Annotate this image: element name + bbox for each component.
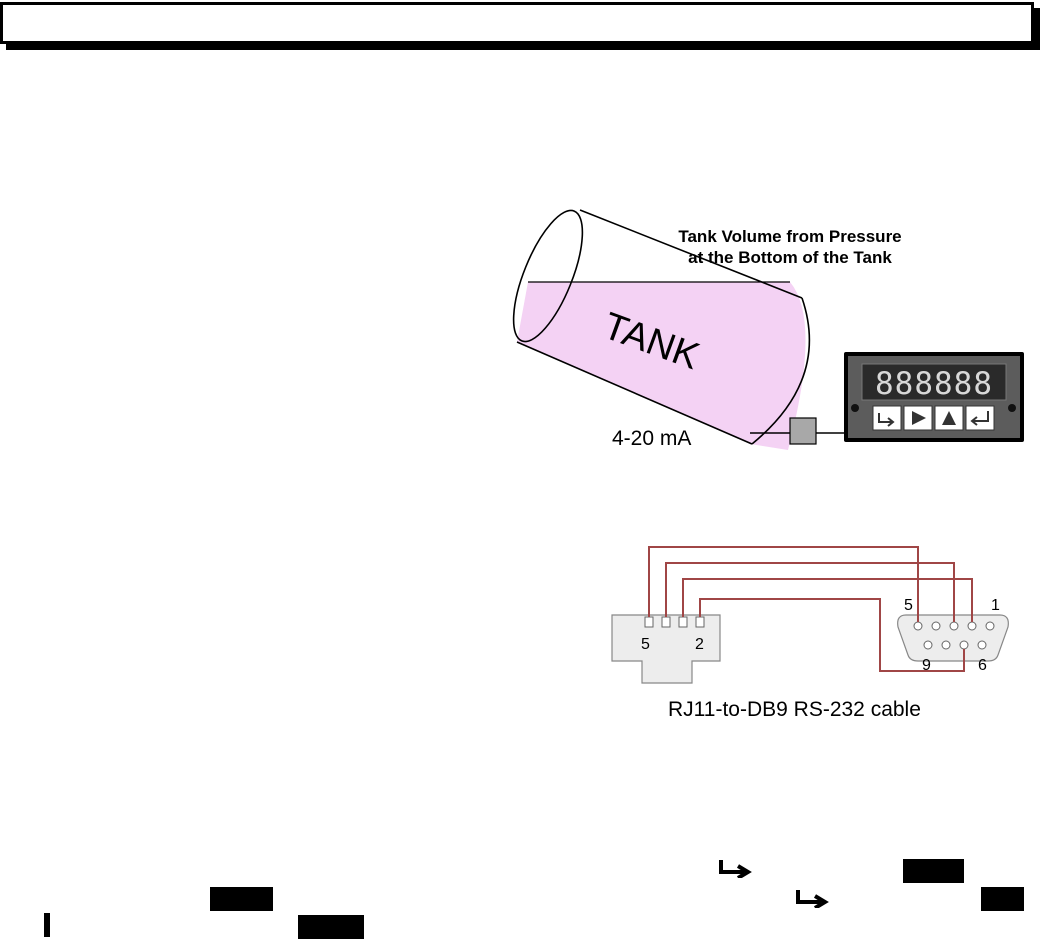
rj11-pin	[644, 616, 654, 628]
tank-caption-line2: at the Bottom of the Tank	[688, 248, 892, 267]
mount-hole-left	[851, 404, 859, 412]
db9-pin-label-5: 5	[904, 597, 913, 614]
menu-key	[872, 405, 902, 431]
db9-pin	[949, 621, 959, 631]
db9-connector	[897, 614, 1009, 662]
up-arrow-icon	[942, 411, 956, 425]
wire-pin2	[699, 598, 965, 672]
tank-body	[516, 209, 803, 445]
db9-pin	[985, 621, 995, 631]
db9-pin	[913, 621, 923, 631]
key-block	[298, 915, 364, 939]
right-arrow-icon	[912, 411, 926, 425]
menu-arrow-icon	[719, 860, 752, 878]
tank-liquid	[517, 282, 806, 450]
db9-pin	[941, 640, 951, 650]
db9-pin-label-9: 9	[922, 657, 931, 674]
cable-diagram	[611, 546, 1009, 684]
pressure-transmitter	[789, 417, 817, 445]
rj11-connector	[611, 614, 721, 684]
rj11-pin	[661, 616, 671, 628]
tank-caption: Tank Volume from Pressure at the Bottom …	[580, 226, 1000, 268]
key-block	[981, 887, 1024, 911]
db9-pin	[931, 621, 941, 631]
tank-bottom-arc	[751, 297, 811, 445]
enter-key	[965, 405, 995, 431]
rj11-pin-label-5: 5	[641, 636, 650, 653]
wire-pin5	[648, 546, 919, 622]
keypad	[872, 405, 995, 431]
key-block	[903, 859, 964, 883]
rj11-pin-label-2: 2	[695, 636, 704, 653]
db9-pin	[967, 621, 977, 631]
enter-icon	[970, 411, 989, 426]
tank-diagram: 888888	[512, 209, 1024, 450]
menu-arrow-icon	[878, 413, 895, 427]
key-block	[44, 913, 50, 937]
tank-caption-line1: Tank Volume from Pressure	[678, 227, 902, 246]
db9-pin-label-6: 6	[978, 657, 987, 674]
wires	[648, 546, 973, 672]
key-block	[210, 887, 273, 911]
tank-top-ellipse	[512, 209, 584, 343]
menu-arrow-icon	[796, 890, 829, 908]
db9-pin	[959, 640, 969, 650]
meter-display-digits: 888888	[875, 366, 993, 402]
mount-hole-right	[1008, 404, 1016, 412]
rj11-pin	[695, 616, 705, 628]
db9-pin	[977, 640, 987, 650]
rj11-pin	[678, 616, 688, 628]
signal-label: 4-20 mA	[612, 427, 692, 450]
wire-pin4	[665, 562, 955, 622]
wire-pin3	[682, 578, 973, 622]
up-key	[934, 405, 964, 431]
cable-caption: RJ11-to-DB9 RS-232 cable	[668, 698, 921, 721]
header-frame	[0, 2, 1034, 44]
db9-pin-label-1: 1	[991, 597, 1000, 614]
meter-display	[861, 363, 1007, 401]
header-bar	[0, 2, 1040, 50]
db9-pin	[923, 640, 933, 650]
